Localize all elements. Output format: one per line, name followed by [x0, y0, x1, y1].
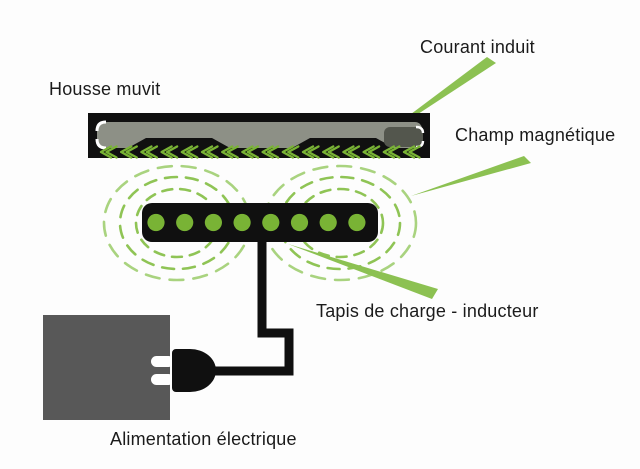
charging-mat [142, 203, 378, 242]
label-alimentation-electrique: Alimentation électrique [110, 429, 297, 449]
case-cap [384, 127, 423, 147]
power-cable [214, 240, 294, 376]
plug-prong-top [151, 356, 174, 367]
plug-prong-bottom [151, 374, 174, 385]
label-tapis-de-charge: Tapis de charge - inducteur [316, 301, 539, 321]
pointer-line-tapis-de-charge [288, 244, 438, 299]
case-notch-right [292, 138, 394, 148]
label-housse-muvit: Housse muvit [49, 79, 161, 99]
power-supply [43, 315, 216, 420]
mat-coil-dots [147, 213, 366, 232]
plug [172, 349, 216, 392]
label-champ-magnetique: Champ magnétique [455, 125, 616, 145]
pointer-line-champ-magnetique [411, 156, 531, 196]
power-supply-box [43, 315, 170, 420]
label-courant-induit: Courant induit [420, 37, 535, 57]
housse-case [88, 113, 430, 159]
case-notch-left [128, 138, 230, 148]
